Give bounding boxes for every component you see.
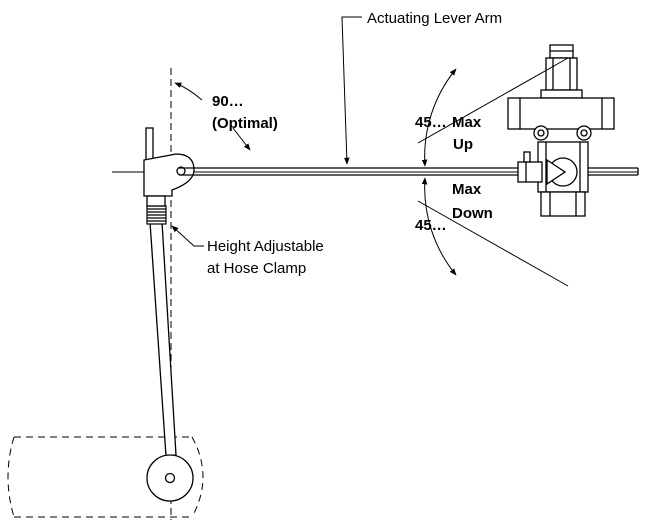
max-up-label-2: Up (453, 136, 473, 153)
optimal-label: (Optimal) (212, 115, 278, 132)
hose-clamp (146, 205, 167, 225)
optimal-angle-arc (174, 82, 203, 101)
hose-clamp-label: at Hose Clamp (207, 260, 306, 277)
optimal-angle-leader (232, 127, 251, 151)
max-up-label-1: Max (452, 114, 482, 131)
max-down-label-1: Max (452, 181, 482, 198)
hose-outline (7, 436, 204, 518)
lever-arm-leader (341, 16, 362, 165)
lever-arm-label: Actuating Lever Arm (367, 10, 502, 27)
max-up-arc (421, 68, 457, 167)
height-adjustable-label: Height Adjustable (207, 238, 324, 255)
pivot-bracket (143, 127, 195, 207)
max-down-label-2: Down (452, 205, 493, 222)
angle-45-up-label: 45… (415, 114, 447, 131)
valve-assembly (507, 44, 615, 217)
float-rod (149, 221, 177, 457)
float-disc (146, 454, 194, 502)
angle-45-down-label: 45… (415, 217, 447, 234)
hose-clamp-leader (171, 225, 204, 247)
angle-90-label: 90… (212, 93, 244, 110)
max-down-arc (421, 177, 457, 276)
